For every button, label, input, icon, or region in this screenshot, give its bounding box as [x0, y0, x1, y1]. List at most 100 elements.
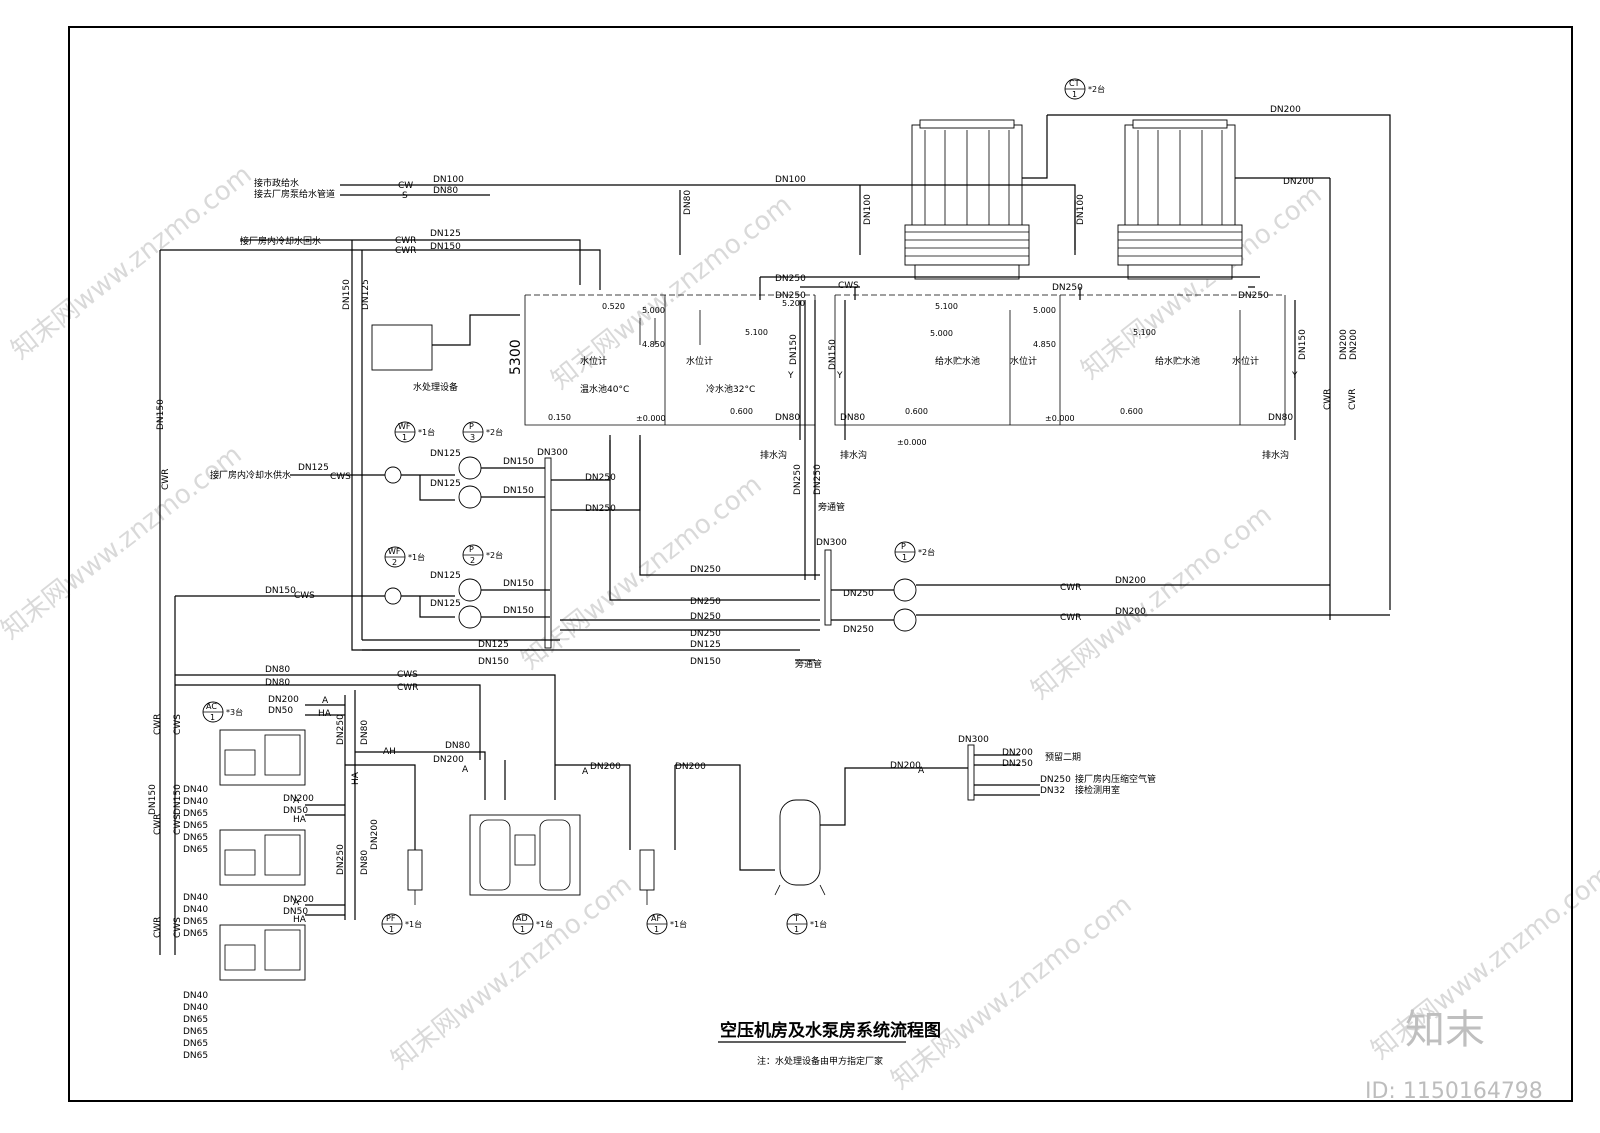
label-reserve: 预留二期: [1045, 751, 1081, 763]
svg-text:3: 3: [470, 433, 475, 442]
svg-text:T: T: [793, 914, 799, 923]
svg-text:CWS: CWS: [838, 281, 859, 291]
svg-text:DN50: DN50: [268, 706, 293, 716]
dn-label: DN200: [1339, 329, 1349, 360]
label-lab: 接检测用室: [1075, 784, 1120, 796]
svg-text:DN40: DN40: [183, 1003, 208, 1013]
svg-text:1: 1: [389, 925, 394, 934]
svg-text:WF: WF: [388, 547, 401, 556]
watermark-logo: 知末: [1405, 1007, 1485, 1053]
svg-text:*2台: *2台: [486, 550, 503, 560]
svg-text:1: 1: [902, 553, 907, 562]
svg-text:DN40: DN40: [183, 785, 208, 795]
svg-text:0.600: 0.600: [1120, 407, 1143, 416]
svg-text:±0.000: ±0.000: [1045, 414, 1075, 423]
label-drain: 排水沟: [840, 449, 867, 461]
label-storage-1: 给水贮水池: [935, 355, 980, 367]
tag-p2: P 2 *2台: [462, 544, 503, 566]
svg-text:CW: CW: [398, 181, 413, 191]
svg-text:DN80: DN80: [360, 850, 370, 875]
svg-text:A: A: [293, 898, 300, 908]
svg-text:DN125: DN125: [298, 463, 329, 473]
svg-text:DN300: DN300: [816, 538, 847, 548]
pool-group-right: 给水贮水池 给水贮水池 水位计 水位计 5.100 5.000 5.000 4.…: [834, 294, 1286, 447]
svg-text:WF: WF: [398, 422, 411, 431]
svg-text:DN250: DN250: [1238, 291, 1269, 301]
bypass-pipe: [795, 300, 816, 661]
svg-text:DN200: DN200: [370, 819, 380, 850]
svg-text:±0.000: ±0.000: [897, 438, 927, 447]
svg-text:DN65: DN65: [183, 821, 208, 831]
svg-text:DN50: DN50: [283, 907, 308, 917]
svg-text:DN40: DN40: [183, 905, 208, 915]
svg-text:DN250: DN250: [1052, 283, 1083, 293]
tag-wf2: WF 2 *1台: [384, 546, 425, 568]
svg-text:CWS: CWS: [330, 472, 351, 482]
svg-text:CWS: CWS: [294, 591, 315, 601]
svg-text:CT: CT: [1069, 79, 1080, 88]
cooling-tower-2: [1117, 119, 1243, 280]
watermark-text: 知末网www.znzmo.com: [6, 160, 258, 366]
pump-p1-1: [893, 578, 917, 602]
tag-t: T 1 *1台: [786, 913, 827, 935]
after-filter-af: [639, 849, 655, 905]
svg-text:DN250: DN250: [690, 597, 721, 607]
svg-text:DN200: DN200: [675, 762, 706, 772]
svg-text:0.150: 0.150: [548, 413, 571, 422]
svg-text:S: S: [402, 191, 408, 201]
svg-text:DN250: DN250: [843, 589, 874, 599]
svg-text:5.000: 5.000: [642, 306, 665, 315]
svg-text:1: 1: [654, 925, 659, 934]
svg-text:DN80: DN80: [360, 720, 370, 745]
svg-text:P: P: [469, 545, 474, 554]
label-drain: 排水沟: [760, 449, 787, 461]
svg-text:DN80: DN80: [265, 665, 290, 675]
svg-text:CWS: CWS: [173, 714, 183, 735]
dn-label: DN200: [1349, 329, 1359, 360]
svg-text:DN65: DN65: [183, 917, 208, 927]
pre-filter-pf: [407, 849, 423, 905]
svg-text:Y: Y: [787, 371, 794, 381]
svg-text:DN200: DN200: [283, 794, 314, 804]
svg-text:CWS: CWS: [173, 917, 183, 938]
svg-text:DN125: DN125: [361, 279, 371, 310]
svg-text:DN150: DN150: [503, 606, 534, 616]
svg-text:1: 1: [520, 925, 525, 934]
svg-text:DN65: DN65: [183, 845, 208, 855]
svg-text:CWR: CWR: [395, 236, 416, 246]
watermark-text: 知末网www.znzmo.com: [886, 890, 1138, 1096]
label-bypass: 旁通管: [818, 501, 845, 513]
drawing-title: 空压机房及水泵房系统流程图: [720, 1020, 941, 1041]
svg-text:1: 1: [402, 433, 407, 442]
air-dryer-ad: [469, 814, 581, 896]
inlet-municipal: 接市政给水: [254, 177, 299, 189]
svg-text:DN125: DN125: [430, 599, 461, 609]
svg-text:DN100: DN100: [433, 175, 464, 185]
pump-p2-1: [458, 578, 482, 602]
svg-text:DN150: DN150: [503, 457, 534, 467]
svg-text:DN150: DN150: [430, 242, 461, 252]
svg-text:DN32: DN32: [1040, 786, 1065, 796]
svg-text:AF: AF: [651, 914, 661, 923]
svg-text:DN65: DN65: [183, 1051, 208, 1061]
svg-text:5.100: 5.100: [1133, 328, 1156, 337]
svg-text:DN40: DN40: [183, 893, 208, 903]
svg-text:CWR: CWR: [153, 917, 163, 938]
tag-ac: AC 1 *3台: [202, 701, 243, 723]
svg-text:5.000: 5.000: [930, 329, 953, 338]
svg-text:*3台: *3台: [226, 707, 243, 717]
svg-text:0.600: 0.600: [730, 407, 753, 416]
svg-text:2: 2: [470, 556, 475, 565]
svg-text:DN250: DN250: [336, 844, 346, 875]
svg-text:DN65: DN65: [183, 809, 208, 819]
compressor-cooling-lines: [174, 596, 556, 955]
svg-text:*2台: *2台: [1088, 84, 1105, 94]
svg-text:DN80: DN80: [445, 741, 470, 751]
header-cross-piping: [362, 435, 820, 651]
label-hot-pool: 温水池40°C: [580, 383, 629, 395]
svg-text:DN250: DN250: [793, 464, 803, 495]
svg-text:DN125: DN125: [430, 479, 461, 489]
svg-text:DN150: DN150: [503, 579, 534, 589]
svg-text:水位计: 水位计: [580, 355, 607, 367]
watermark-id: ID: 1150164798: [1365, 1079, 1543, 1104]
